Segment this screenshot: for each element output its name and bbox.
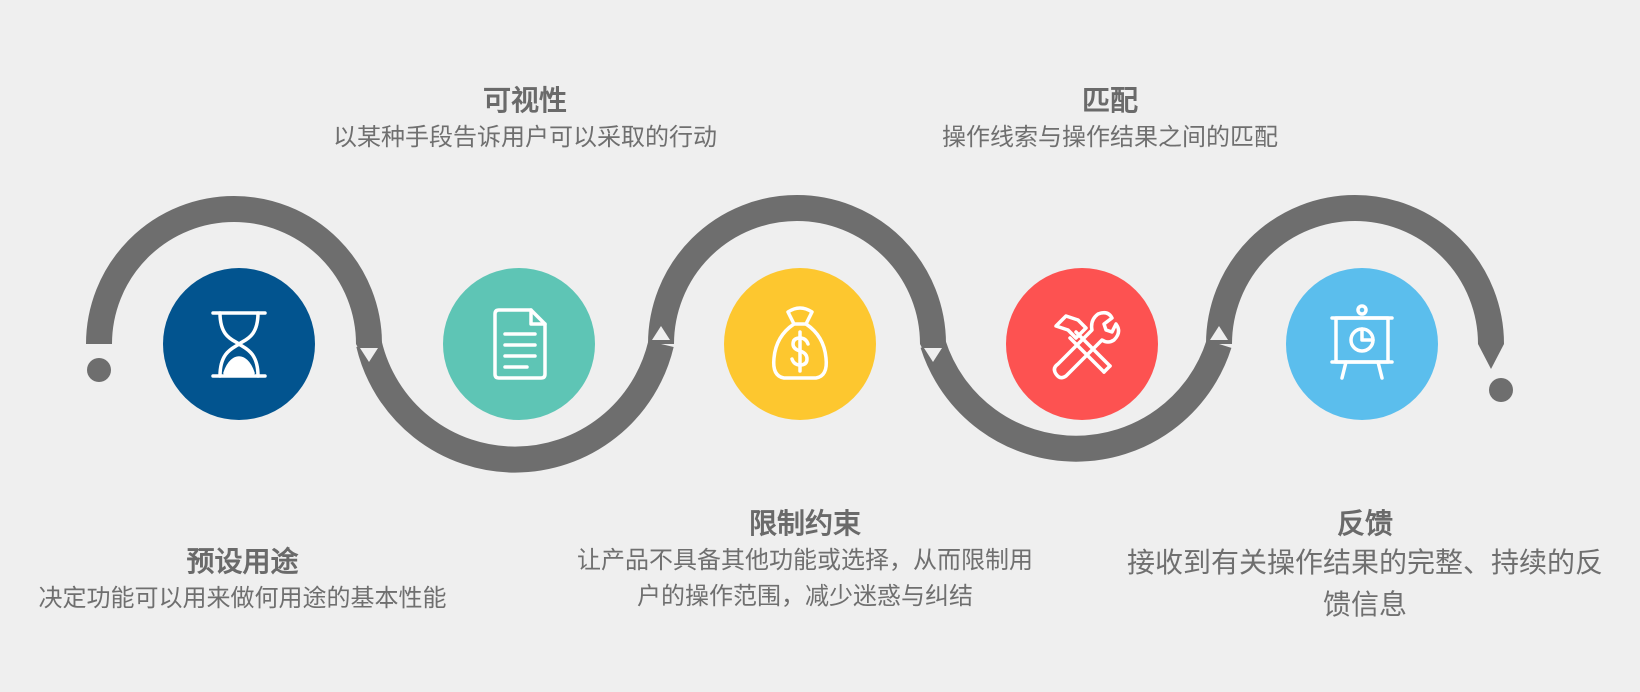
wave-arc-5 bbox=[1206, 195, 1504, 345]
step-2-circle bbox=[443, 268, 595, 420]
step-2-title: 可视性 bbox=[482, 84, 567, 117]
step-5-title: 反馈 bbox=[1336, 507, 1393, 540]
step-4-circle bbox=[1006, 268, 1158, 420]
step-4-desc: 操作线索与操作结果之间的匹配 bbox=[942, 123, 1278, 151]
wave-end-dot bbox=[1489, 378, 1513, 402]
step-3-desc: 让产品不具备其他功能或选择，从而限制用户的操作范围，减少迷惑与纠结 bbox=[577, 546, 1033, 610]
document-icon bbox=[493, 308, 547, 380]
step-3-circle bbox=[724, 268, 876, 420]
step-1-desc: 决定功能可以用来做何用途的基本性能 bbox=[38, 584, 447, 612]
step-5-circle bbox=[1286, 268, 1438, 420]
step-5-label: 反馈 接收到有关操作结果的完整、持续的反馈信息 bbox=[1125, 506, 1605, 626]
wave-arc-3 bbox=[648, 195, 946, 345]
tools-icon bbox=[1052, 310, 1121, 380]
step-2-desc: 以某种手段告诉用户可以采取的行动 bbox=[333, 123, 717, 151]
money-bag-icon bbox=[771, 306, 829, 380]
wave-arc-1 bbox=[86, 196, 382, 345]
step-3-label: 限制约束 让产品不具备其他功能或选择，从而限制用户的操作范围，减少迷惑与纠结 bbox=[575, 506, 1035, 614]
arrow-down-5 bbox=[1478, 344, 1504, 369]
step-1-circle bbox=[163, 268, 315, 420]
step-5-desc: 接收到有关操作结果的完整、持续的反馈信息 bbox=[1126, 546, 1603, 621]
wave-start-dot bbox=[87, 358, 111, 382]
wave-arc-4 bbox=[920, 340, 1232, 462]
step-3-title: 限制约束 bbox=[748, 507, 861, 540]
hourglass-icon bbox=[211, 311, 267, 378]
step-1-title: 预设用途 bbox=[186, 545, 299, 578]
wave-arc-2 bbox=[356, 340, 674, 473]
step-4-title: 匹配 bbox=[1081, 84, 1138, 117]
step-1-label: 预设用途 决定功能可以用来做何用途的基本性能 bbox=[10, 544, 475, 616]
step-2-label: 可视性 以某种手段告诉用户可以采取的行动 bbox=[290, 83, 760, 155]
step-4-label: 匹配 操作线索与操作结果之间的匹配 bbox=[880, 83, 1340, 155]
presentation-board-icon bbox=[1330, 304, 1394, 380]
